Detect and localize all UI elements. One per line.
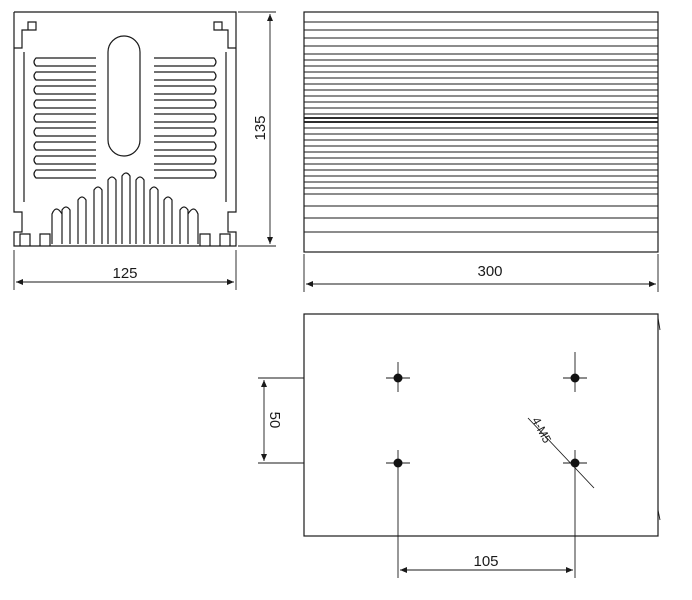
heatsink-base-view: 4-M5 — [303, 313, 661, 537]
fin-right — [154, 71, 217, 81]
fin-bottom — [107, 176, 117, 244]
mounting-hole — [386, 450, 410, 476]
fin-left — [33, 57, 96, 67]
mounting-hole — [563, 450, 587, 476]
fin-left — [33, 155, 96, 165]
label-spacing-50: 50 — [266, 412, 283, 429]
fin-left — [33, 85, 96, 95]
dimension-hole-spacing-horizontal: 105 — [397, 476, 576, 578]
dimension-profile-height: 135 — [238, 11, 276, 247]
dimension-length: 300 — [303, 254, 659, 292]
fin-right — [154, 85, 217, 95]
profile-bottom-fins — [51, 172, 199, 244]
fin-right — [154, 57, 217, 67]
label-width-125: 125 — [112, 265, 137, 282]
fin-left — [33, 169, 96, 179]
fin-bottom — [179, 206, 189, 244]
side-view-fin-lines — [304, 21, 658, 233]
hole-callout: 4-M5 — [527, 415, 595, 489]
fin-bottom — [135, 176, 145, 244]
dimension-hole-spacing-vertical: 50 — [258, 377, 304, 464]
label-4-m5: 4-M5 — [529, 415, 554, 446]
label-height-135: 135 — [252, 115, 269, 140]
fin-left — [33, 113, 96, 123]
base-view-outline — [303, 313, 659, 537]
fin-right — [154, 127, 217, 137]
fin-bottom — [149, 186, 159, 244]
label-spacing-105: 105 — [473, 553, 498, 570]
label-length-300: 300 — [477, 263, 502, 280]
heatsink-profile-view — [13, 11, 237, 247]
fin-bottom — [163, 196, 173, 244]
side-view-outline — [303, 11, 659, 253]
fin-left — [33, 141, 96, 151]
fin-right — [154, 155, 217, 165]
fin-bottom — [77, 196, 87, 244]
mounting-hole — [386, 362, 410, 392]
heatsink-side-view — [303, 11, 659, 253]
fin-right — [154, 169, 217, 179]
dimension-profile-width: 125 — [13, 250, 237, 290]
fin-bottom — [61, 206, 71, 244]
fin-bottom — [121, 172, 131, 244]
fin-right — [154, 99, 217, 109]
profile-outline — [13, 11, 237, 247]
profile-inner-walls — [23, 52, 227, 202]
profile-bottom-slots — [19, 233, 231, 246]
profile-right-fins — [154, 57, 217, 179]
mounting-hole — [563, 352, 587, 392]
fin-left — [33, 127, 96, 137]
fin-bottom-base — [51, 208, 199, 244]
fin-right — [154, 113, 217, 123]
fin-left — [33, 71, 96, 81]
fin-bottom — [93, 186, 103, 244]
fin-right — [154, 141, 217, 151]
fin-left — [33, 99, 96, 109]
profile-left-fins — [33, 57, 96, 179]
profile-center-channel — [107, 35, 141, 157]
